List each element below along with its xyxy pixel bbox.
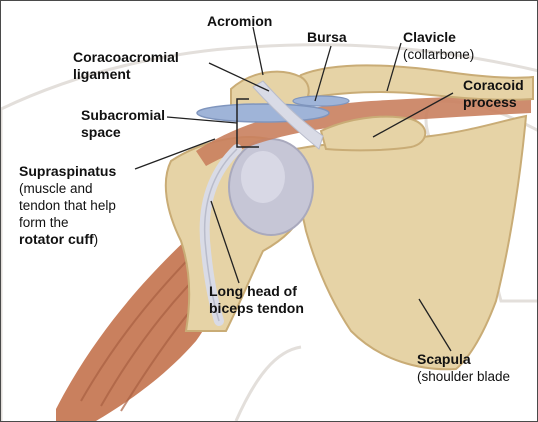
supraspinatus-text: Supraspinatus [19,163,116,180]
coracoid-text-1: Coracoid [463,77,524,94]
label-coracoid-process: Coracoid process [463,77,524,111]
subacromial-text-1: Subacromial [81,107,165,124]
subacromial-text-2: space [81,124,165,141]
coracoacromial-text-1: Coracoacromial [73,49,179,66]
clavicle-note: (collarbone) [403,46,474,63]
bursa-sac [197,104,329,122]
label-coracoacromial-ligament: Coracoacromial ligament [73,49,179,83]
label-scapula: Scapula (shoulder blade [417,351,510,385]
scapula-note: (shoulder blade [417,368,510,385]
label-biceps-tendon: Long head of biceps tendon [209,283,304,317]
label-bursa: Bursa [307,29,347,46]
rotator-cuff-text: rotator cuff [19,231,94,247]
supraspinatus-note-3: form the [19,214,116,231]
biceps-text-1: Long head of [209,283,304,300]
label-acromion: Acromion [207,13,272,30]
biceps-text-2: biceps tendon [209,300,304,317]
coracoid-text-2: process [463,94,524,111]
rotator-cuff-close-paren: ) [94,232,99,247]
clavicle-text: Clavicle [403,29,474,46]
label-clavicle: Clavicle (collarbone) [403,29,474,63]
scapula-text: Scapula [417,351,510,368]
supraspinatus-note-4-line: rotator cuff) [19,231,116,248]
bursa-text: Bursa [307,29,347,46]
supraspinatus-note-1: (muscle and [19,180,116,197]
supraspinatus-note-2: tendon that help [19,197,116,214]
acromion-text: Acromion [207,13,272,30]
label-supraspinatus: Supraspinatus (muscle and tendon that he… [19,163,116,248]
label-subacromial-space: Subacromial space [81,107,165,141]
coracoacromial-text-2: ligament [73,66,179,83]
